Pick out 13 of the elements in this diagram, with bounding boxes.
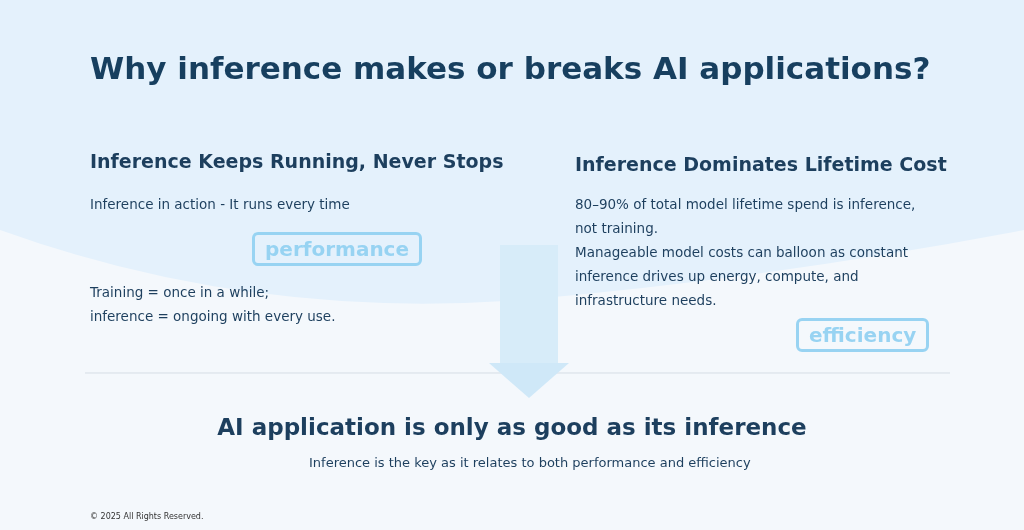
body-text: Inference in action - It runs every time	[90, 195, 351, 214]
body-text: Training = once in a while;	[90, 284, 271, 300]
body-text: inference = ongoing with every use.	[90, 308, 337, 324]
section-heading: Inference Dominates Lifetime Cost	[575, 153, 948, 175]
body-text: 80–90% of total model lifetime spend is inference, not training.	[575, 195, 917, 238]
slide-title: Why inference makes or breaks AI applications?	[90, 50, 931, 86]
section-heading: Inference Keeps Running, Never Stops	[90, 150, 505, 172]
conclusion-heading: AI application is only as good as its inference	[216, 414, 808, 440]
body-text: Manageable model costs can balloon as constant inference drives up energy, compute, and infrastructure needs.	[575, 243, 909, 310]
stamp-label: efficiency	[796, 318, 930, 352]
stamp-label: performance	[252, 232, 423, 266]
copyright-text: © 2025 All Rights Reserved.	[90, 512, 204, 521]
subtitle-text: Inference is the key as it relates to both performance and efficiency	[309, 455, 752, 470]
